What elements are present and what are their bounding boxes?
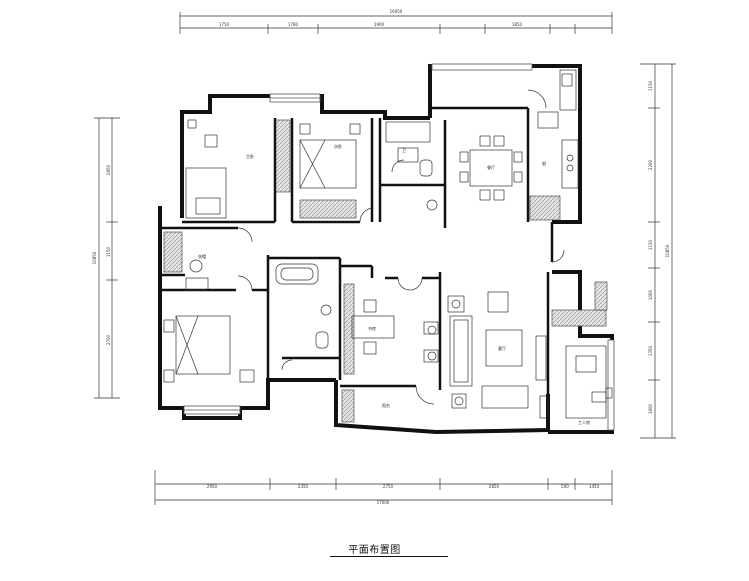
- left-dimension-line: [94, 117, 120, 399]
- bottom-dim-2: 2350: [298, 484, 309, 489]
- bathroom-fixtures: [275, 121, 438, 349]
- room-label-study: 书房: [368, 325, 376, 331]
- room-label-cloakroom: 衣帽: [198, 253, 206, 259]
- room-label-dining: 餐厅: [487, 164, 495, 170]
- right-dim-6: 1600: [648, 403, 653, 414]
- top-dim-5: 1850: [512, 22, 523, 27]
- top-dimension-line: [179, 12, 613, 34]
- left-dim-3: 2700: [106, 334, 111, 345]
- room-label-second-bedroom: 次卧: [334, 143, 342, 149]
- interior-walls: [160, 106, 554, 394]
- left-total-dim: 10850: [92, 251, 97, 264]
- room-label-master-bedroom: 主卧: [246, 153, 254, 159]
- servant-room-furniture: [565, 345, 613, 419]
- living-room-furniture: [447, 291, 549, 419]
- bottom-dim-5: 500: [561, 484, 569, 489]
- right-dim-4: 1000: [648, 289, 653, 300]
- top-dim-3: 1900: [374, 22, 385, 27]
- master-bedroom-furniture: [185, 119, 361, 219]
- top-total-dim: 16050: [390, 9, 403, 14]
- drawing-caption: 平面布置图: [348, 545, 401, 556]
- bottom-dim-1: 2950: [207, 484, 218, 489]
- bottom-dim-4: 2850: [489, 484, 500, 489]
- room-label-living: 客厅: [498, 345, 506, 351]
- room-label-balcony: 阳台: [382, 402, 390, 408]
- room-labels: 主卧 次卧 卫 厨 餐厅 客厅 书房 衣帽 阳台 工人房: [198, 143, 590, 425]
- bottom-dimension-line: [154, 470, 613, 505]
- bottom-dim-3: 2750: [383, 484, 394, 489]
- kitchen-fixtures: [537, 69, 579, 189]
- top-dim-1: 1750: [219, 22, 230, 27]
- left-dim-1: 2850: [106, 164, 111, 175]
- right-dimension-line: [640, 63, 676, 439]
- top-dim-2: 1780: [288, 22, 299, 27]
- right-dim-3: 1150: [648, 239, 653, 250]
- caption-underline: [330, 556, 448, 557]
- wardrobes: [163, 119, 608, 423]
- right-dim-1: 1150: [648, 80, 653, 91]
- exterior-walls: [158, 64, 614, 435]
- room-label-kitchen: 厨: [542, 160, 546, 166]
- room-label-bathroom: 卫: [402, 148, 406, 153]
- windows: [183, 63, 615, 431]
- room-label-servant: 工人房: [578, 419, 590, 425]
- bottom-total-dim: 17000: [377, 500, 390, 505]
- right-total-dim: 10850: [665, 244, 670, 257]
- right-dim-5: 1350: [648, 345, 653, 356]
- bottom-dim-6: 1450: [589, 484, 600, 489]
- doors: [237, 89, 565, 405]
- dining-furniture: [459, 135, 523, 201]
- study-furniture: [351, 299, 439, 363]
- left-dim-2: 1150: [106, 246, 111, 257]
- right-dim-2: 2200: [648, 159, 653, 170]
- second-bedroom-furniture: [163, 259, 255, 383]
